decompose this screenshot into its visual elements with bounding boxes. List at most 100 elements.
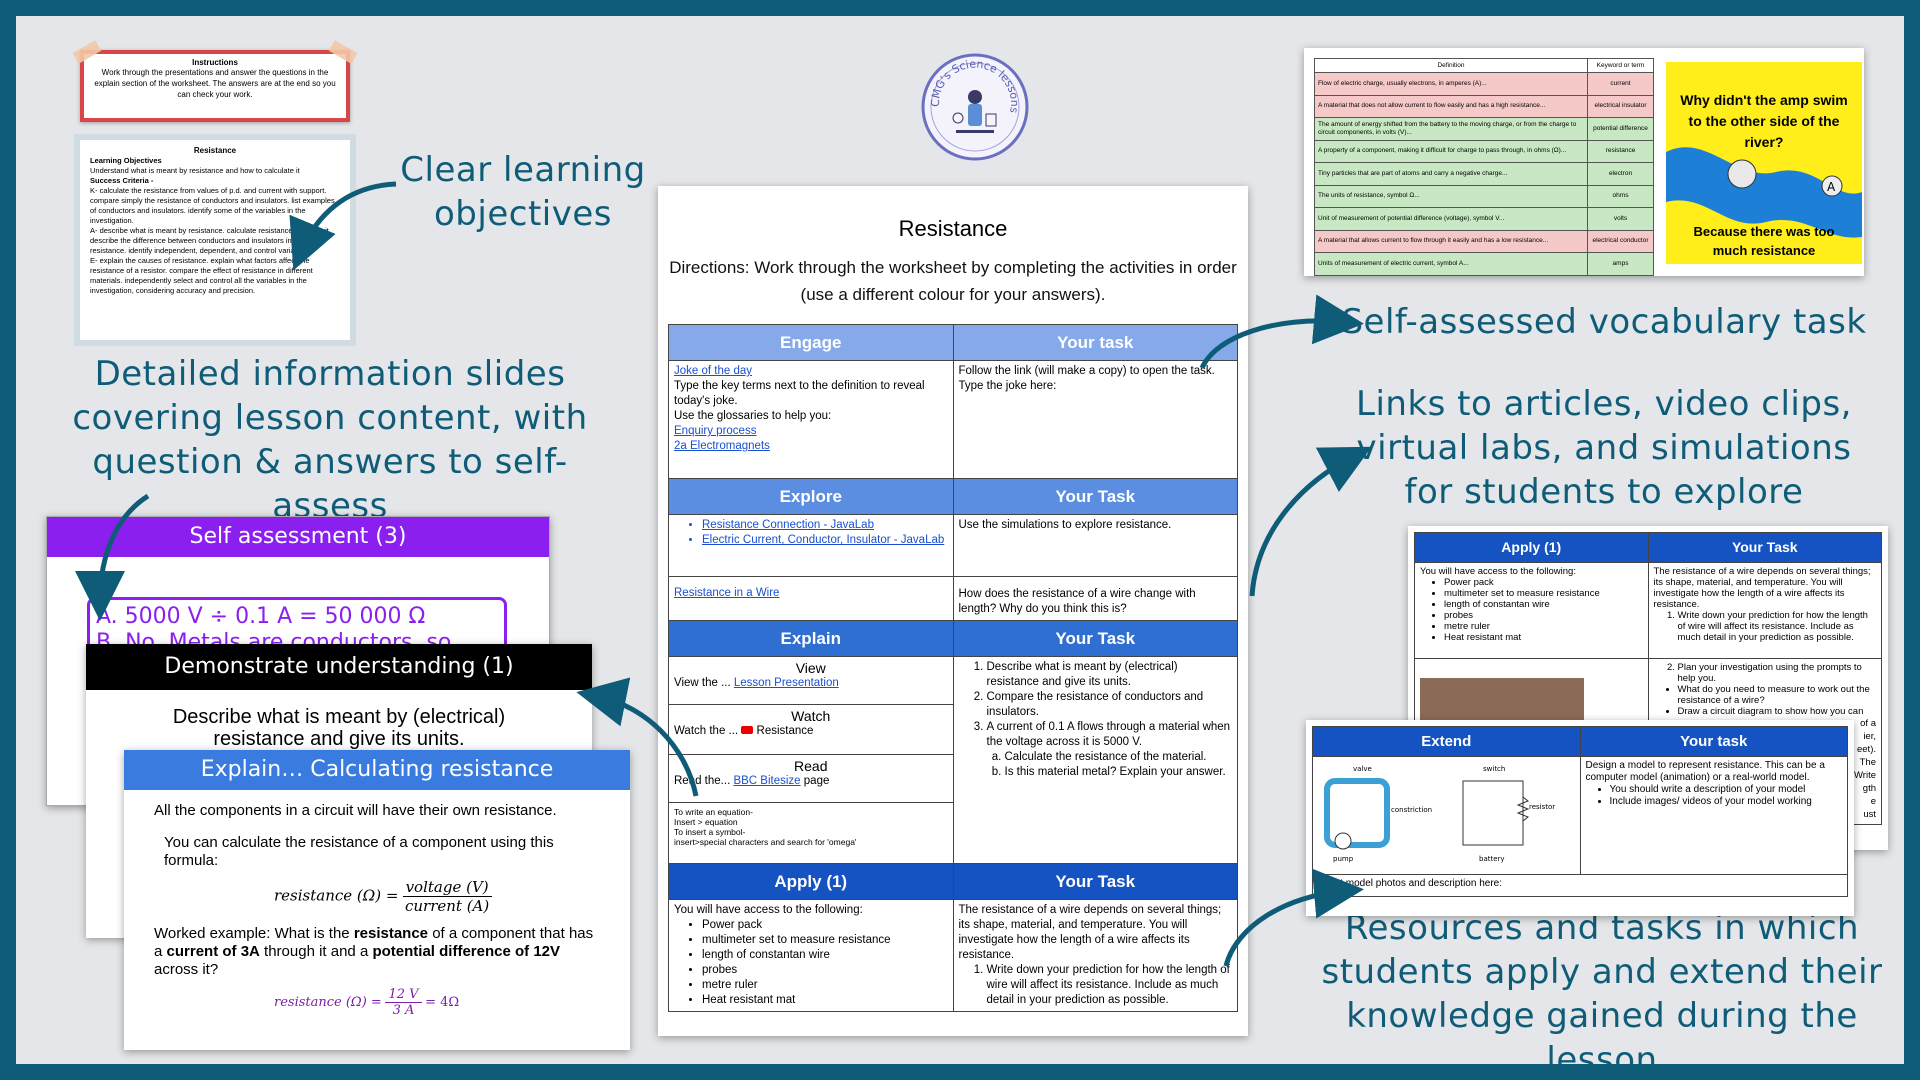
explain-subtask: Calculate the resistance of the material… bbox=[1005, 750, 1233, 765]
heading-learning-objectives: Clear learning objectives bbox=[378, 148, 668, 236]
arrow-icon bbox=[1249, 446, 1372, 597]
lo-k: K- calculate the resistance from values … bbox=[90, 186, 335, 225]
apply-slide-item: metre ruler bbox=[1444, 621, 1643, 632]
arrow-icon bbox=[289, 181, 397, 271]
apply-step: Write down your prediction for how the l… bbox=[987, 963, 1233, 1008]
vocab-definition: Unit of measurement of potential differe… bbox=[1314, 207, 1588, 231]
heading-detailed-slides: Detailed information slides covering les… bbox=[50, 352, 610, 528]
vocab-keyword[interactable]: amps bbox=[1587, 252, 1654, 276]
apply-slide-task-text: The resistance of a wire depends on seve… bbox=[1653, 566, 1871, 610]
vocab-keyword[interactable]: volts bbox=[1587, 207, 1654, 231]
explore-header: Explore bbox=[668, 478, 954, 515]
apply-item: probes bbox=[702, 963, 948, 978]
extend-text: Design a model to represent resistance. … bbox=[1585, 760, 1825, 783]
vocab-col-keyword: Keyword or term bbox=[1587, 58, 1654, 73]
joke-of-the-day-link[interactable]: Joke of the day bbox=[674, 365, 752, 377]
explore-task-text: Use the simulations to explore resistanc… bbox=[952, 514, 1238, 577]
explain-row: View View the ... Lesson Presentation Wa… bbox=[668, 656, 1238, 864]
javalab-link[interactable]: Resistance Connection - JavaLab bbox=[702, 518, 948, 533]
answer-denominator: 3 A bbox=[392, 1003, 415, 1018]
heading-line: knowledge gained during the lesson bbox=[1346, 996, 1858, 1064]
vocab-keyword[interactable]: ohms bbox=[1587, 184, 1654, 208]
vocab-row: Tiny particles that are part of atoms an… bbox=[1314, 162, 1654, 186]
diagram-label: resistor bbox=[1529, 803, 1555, 811]
bbc-bitesize-link[interactable]: BBC Bitesize bbox=[733, 775, 801, 787]
apply-slide-item: probes bbox=[1444, 610, 1643, 621]
heading-line: Links to articles, video clips, bbox=[1356, 384, 1852, 424]
extend-task-header: Your task bbox=[1579, 726, 1848, 757]
arrow-icon bbox=[75, 493, 150, 621]
read-after: page bbox=[803, 775, 830, 787]
resistance-wire-link[interactable]: Resistance in a Wire bbox=[674, 587, 780, 599]
worksheet-title: Resistance bbox=[898, 216, 1008, 241]
explain-slide: Explain… Calculating resistance All the … bbox=[124, 750, 630, 1050]
explain-paragraph: All the components in a circuit will hav… bbox=[154, 802, 557, 819]
explain-task: Compare the resistance of conductors and… bbox=[987, 690, 1233, 720]
equation-help-line: insert>special characters and search for… bbox=[674, 837, 857, 847]
extend-header-row: Extend Your task bbox=[1312, 726, 1848, 757]
explain-task: Describe what is meant by (electrical) r… bbox=[987, 660, 1233, 690]
vocab-keyword[interactable]: potential difference bbox=[1587, 117, 1654, 141]
apply-slide-fragments: of a ier, eet). The Write gth e ust bbox=[1654, 717, 1876, 821]
diagram-label: valve bbox=[1353, 765, 1372, 773]
arrow-icon bbox=[1199, 294, 1364, 370]
enquiry-process-link[interactable]: Enquiry process bbox=[674, 425, 757, 437]
apply-row: You will have access to the following: P… bbox=[668, 899, 1238, 1012]
diagram-label: constriction bbox=[1391, 806, 1432, 814]
resistance-video-chip[interactable]: Resistance bbox=[756, 725, 814, 737]
engage-text: Use the glossaries to help you: bbox=[674, 410, 832, 422]
apply-item: length of constantan wire bbox=[702, 948, 948, 963]
vocab-definition: A material that allows current to flow t… bbox=[1314, 229, 1588, 253]
apply-slide-item: Power pack bbox=[1444, 577, 1643, 588]
worksheet-table: Engage Your task Joke of the day Type th… bbox=[668, 324, 1238, 1012]
vocab-definition: Units of measurement of electric current… bbox=[1314, 252, 1588, 276]
apply-header-row: Apply (1) Your Task bbox=[668, 863, 1238, 900]
watch-text: Watch the ... bbox=[674, 725, 739, 737]
heading-line: question & answers to self-assess bbox=[92, 442, 568, 526]
apply-slide-bullet: Draw a circuit diagram to show how you c… bbox=[1678, 706, 1877, 717]
instructions-title: Instructions bbox=[192, 58, 238, 67]
joke-question: Why didn't the amp swim to the other sid… bbox=[1680, 92, 1848, 150]
vocab-keyword[interactable]: electron bbox=[1587, 162, 1654, 186]
heading-line: objectives bbox=[434, 194, 612, 234]
arrow-icon bbox=[1223, 868, 1364, 967]
logo-icon: CMG's Science lessons bbox=[921, 53, 1029, 161]
worksheet-directions: Directions: Work through the worksheet b… bbox=[669, 258, 1237, 304]
javalab-link[interactable]: Electric Current, Conductor, Insulator -… bbox=[702, 533, 948, 548]
worked-example: Worked example: What is the resistance o… bbox=[154, 925, 594, 978]
fragment: The bbox=[1859, 757, 1876, 768]
resistance-formula: resistance (Ω) = voltage (V)current (A) bbox=[274, 878, 600, 915]
vocab-keyword[interactable]: current bbox=[1587, 72, 1654, 96]
explain-slide-title: Explain… Calculating resistance bbox=[124, 750, 630, 790]
vocab-keyword[interactable]: electrical conductor bbox=[1587, 229, 1654, 253]
cmg-logo: CMG's Science lessons bbox=[920, 52, 1030, 162]
lo-a: A- describe what is meant by resistance.… bbox=[90, 226, 331, 255]
apply-slide-task-header: Your Task bbox=[1647, 532, 1882, 563]
extend-bullet: You should write a description of your m… bbox=[1610, 784, 1843, 796]
formula-left: resistance (Ω) = bbox=[274, 886, 399, 905]
worksheet-document: Resistance Directions: Work through the … bbox=[658, 186, 1248, 1036]
view-text: View the ... bbox=[674, 677, 731, 689]
river-icon: A bbox=[1666, 147, 1862, 238]
apply-slide-item: Heat resistant mat bbox=[1444, 632, 1643, 643]
lesson-presentation-link[interactable]: Lesson Presentation bbox=[733, 677, 839, 689]
engage-task-text: Follow the link (will make a copy) to op… bbox=[952, 360, 1238, 479]
electromagnets-link[interactable]: 2a Electromagnets bbox=[674, 440, 770, 452]
vocab-row: Units of measurement of electric current… bbox=[1314, 252, 1654, 276]
self-assessment-title: Self assessment (3) bbox=[47, 517, 549, 557]
read-text: Read the... bbox=[674, 775, 731, 787]
equation-help: To write an equation- Insert > equation … bbox=[669, 803, 953, 863]
vocab-definition: A property of a component, making it dif… bbox=[1314, 139, 1588, 163]
vocab-keyword[interactable]: resistance bbox=[1587, 139, 1654, 163]
explore-task-header: Your Task bbox=[952, 478, 1238, 515]
apply-header: Apply (1) bbox=[668, 863, 954, 900]
svg-text:A: A bbox=[1827, 180, 1836, 194]
watch-label: Watch bbox=[791, 708, 831, 724]
view-label: View bbox=[795, 660, 826, 676]
vocab-row: A property of a component, making it dif… bbox=[1314, 139, 1654, 163]
engage-header-row: Engage Your task bbox=[668, 324, 1238, 361]
vocab-keyword[interactable]: electrical insulator bbox=[1587, 94, 1654, 118]
vocab-definition: Flow of electric charge, usually electro… bbox=[1314, 72, 1588, 96]
vocab-definition: A material that does not allow current t… bbox=[1314, 94, 1588, 118]
diagram-label: switch bbox=[1483, 765, 1505, 773]
